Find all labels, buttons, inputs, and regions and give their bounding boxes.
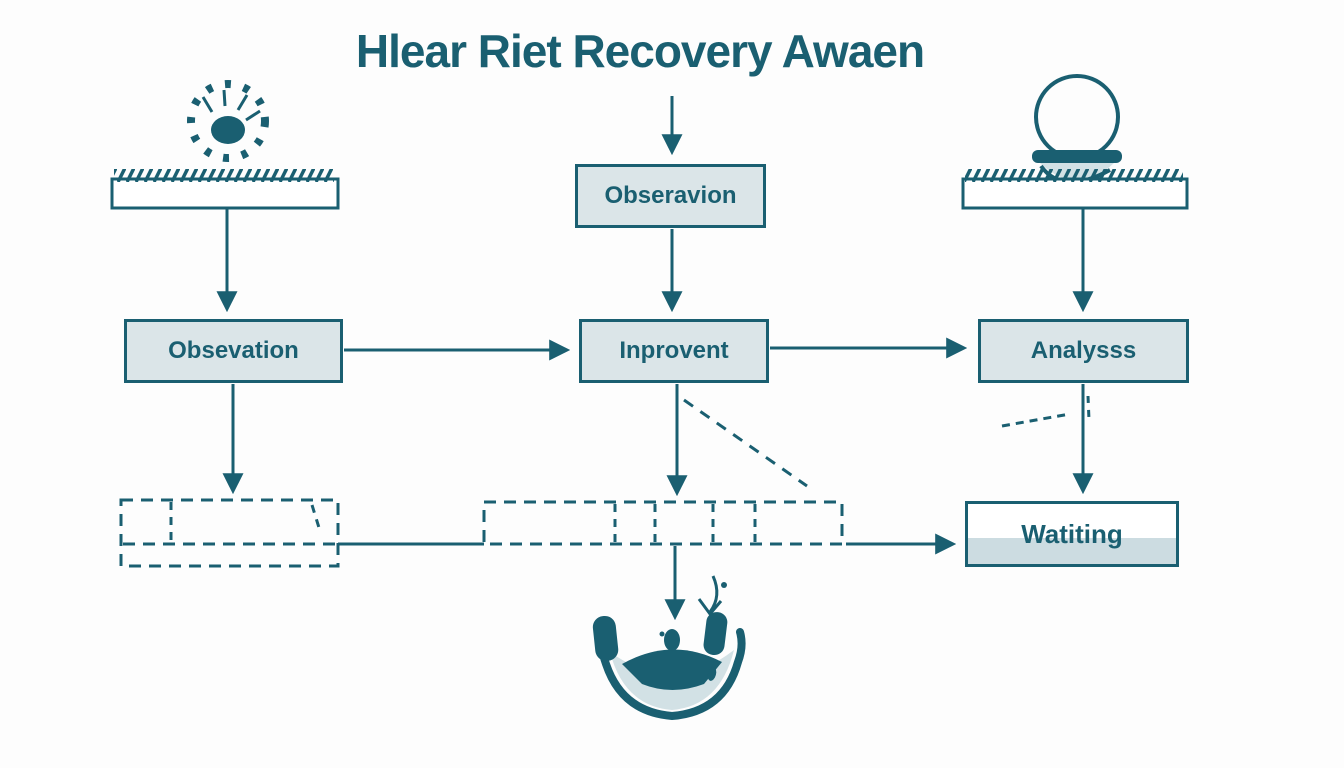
node-label: Obseravion [604, 182, 737, 209]
dashed-box-left [119, 498, 340, 568]
dashed-to-right-arrow [1001, 412, 1071, 428]
node-label: Analysss [1030, 337, 1137, 364]
dashed-row-center [482, 500, 844, 546]
node-obsevation: Obsevation [124, 319, 343, 383]
hatched-bar-left [110, 169, 340, 210]
hatched-bar-right [961, 169, 1189, 210]
node-label: Watiting [1021, 518, 1123, 549]
diagram-title: Hlear Riet Recovery Awaen [355, 25, 925, 77]
node-label: Inprovent [619, 337, 729, 364]
flow-arrows [216, 96, 1094, 621]
node-inprovent: Inprovent [579, 319, 769, 383]
node-obseravion: Obseravion [575, 164, 766, 228]
sketch-arrow-icon [697, 575, 727, 617]
node-waiting: Watiting [965, 501, 1179, 567]
sun-burst-icon [187, 80, 269, 162]
half-filled-sphere-icon [1032, 74, 1122, 184]
dashed-tick [1086, 395, 1091, 421]
bowl-meeting-icon [592, 612, 746, 721]
dashed-guides [683, 395, 1091, 488]
node-analysss: Analysss [978, 319, 1189, 383]
node-label: Obsevation [168, 337, 299, 364]
dashed-diagonal [683, 398, 808, 488]
